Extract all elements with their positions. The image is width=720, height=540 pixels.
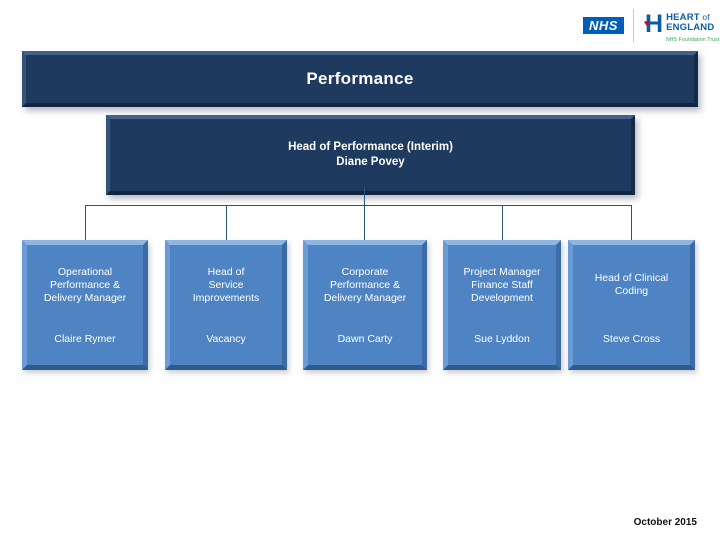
slide-date: October 2015 — [633, 517, 697, 528]
role-title: Head of Clinical Coding — [594, 272, 669, 297]
logo-divider — [633, 9, 634, 42]
person-name: Claire Rymer — [54, 333, 116, 345]
heart-of-england-logo: H ♥ HEART of ENGLAND NHS Foundation Trus… — [644, 10, 720, 45]
org-box-corporate-performance: Corporate Performance & Delivery Manager… — [303, 240, 427, 370]
root-role-title: Head of Performance (Interim) — [288, 141, 453, 153]
trust-name-line1: HEART — [666, 12, 700, 23]
role-title: Operational Performance & Delivery Manag… — [43, 265, 127, 304]
person-name: Sue Lyddon — [474, 333, 530, 345]
department-banner: Performance — [22, 51, 698, 107]
heart-icon: ♥ — [644, 18, 650, 28]
org-box-service-improvements: Head of Service Improvements Vacancy — [165, 240, 287, 370]
nhs-logo: NHS — [583, 17, 624, 34]
org-box-root: Head of Performance (Interim) Diane Pove… — [106, 115, 635, 195]
trust-name-line2: ENGLAND — [666, 22, 715, 33]
trust-monogram-h: H ♥ — [644, 10, 664, 38]
department-title: Performance — [306, 69, 414, 88]
role-title: Corporate Performance & Delivery Manager — [323, 265, 407, 304]
person-name: Steve Cross — [602, 333, 661, 345]
trust-name-of: of — [699, 12, 710, 22]
role-title: Project Manager Finance Staff Developmen… — [463, 265, 541, 304]
org-box-clinical-coding: Head of Clinical Coding Steve Cross — [568, 240, 695, 370]
org-box-operational-performance: Operational Performance & Delivery Manag… — [22, 240, 148, 370]
root-person-name: Diane Povey — [336, 156, 405, 168]
org-box-project-manager: Project Manager Finance Staff Developmen… — [443, 240, 561, 370]
role-title: Head of Service Improvements — [192, 265, 260, 304]
nhs-logo-text: NHS — [589, 18, 618, 33]
trust-logo-text: HEART of ENGLAND NHS Foundation Trust — [666, 12, 719, 45]
person-name: Vacancy — [206, 333, 246, 345]
person-name: Dawn Carty — [337, 333, 393, 345]
trust-tagline: NHS Foundation Trust — [666, 37, 720, 43]
